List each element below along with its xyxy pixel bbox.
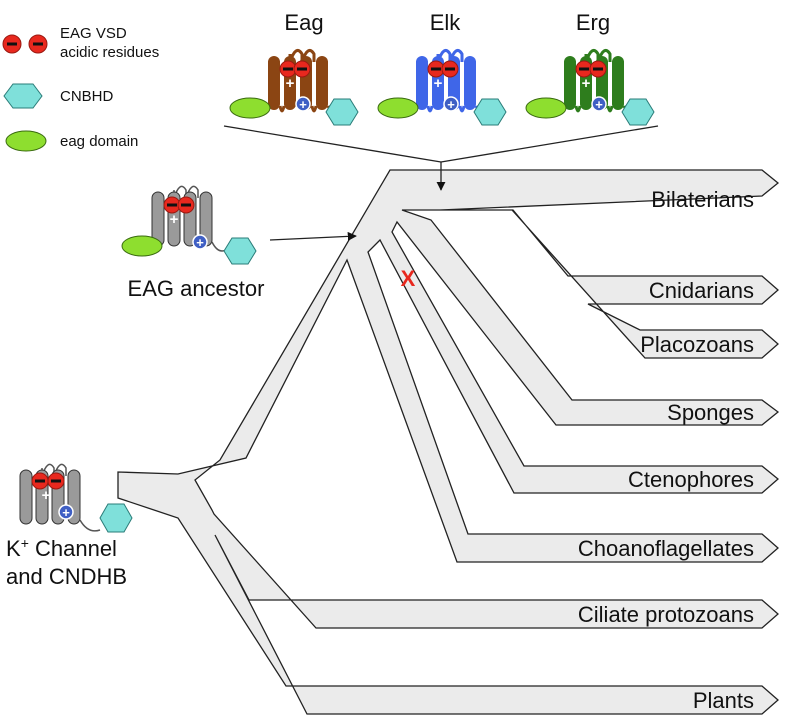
erg-title: Erg [576, 10, 610, 35]
loss-marker: X [401, 266, 416, 291]
acidic-residues-legend-icon [2, 34, 48, 54]
legend-eag-domain: eag domain [60, 133, 138, 150]
bracket-right [440, 125, 659, 163]
legend: EAG VSD acidic residues CNBHD eag domain [2, 25, 159, 152]
svg-text:+: + [286, 75, 295, 92]
taxa-labels: Bilaterians Cnidarians Placozoans Sponge… [578, 187, 754, 713]
connectors [223, 125, 659, 241]
taxon-choanoflagellates: Choanoflagellates [578, 536, 754, 561]
eag-title: Eag [284, 10, 323, 35]
taxon-cnidarians: Cnidarians [649, 278, 754, 303]
elk-title: Elk [430, 10, 462, 35]
tree-shape [117, 169, 780, 715]
bracket-left [223, 125, 442, 163]
svg-text:+: + [434, 75, 443, 92]
taxon-ciliate-protozoans: Ciliate protozoans [578, 602, 754, 627]
legend-vsd-line2: acidic residues [60, 44, 159, 61]
taxon-ctenophores: Ctenophores [628, 467, 754, 492]
root-label-line2: and CNDHB [6, 564, 127, 589]
svg-text:+: + [447, 97, 455, 112]
svg-text:+: + [42, 487, 51, 504]
cnbhd-legend-icon [3, 83, 43, 109]
taxon-plants: Plants [693, 688, 754, 713]
erg-channel-icon: + + [525, 48, 655, 126]
eag-channel-icon: + + [229, 48, 359, 126]
legend-vsd-line1: EAG VSD [60, 25, 127, 42]
svg-text:+: + [582, 75, 591, 92]
svg-text:+: + [170, 211, 179, 228]
ancestor-label: EAG ancestor [128, 276, 265, 301]
taxon-placozoans: Placozoans [640, 332, 754, 357]
phylogenetic-tree [117, 169, 780, 715]
taxon-bilaterians: Bilaterians [651, 187, 754, 212]
root-label-line1: K+ Channel [6, 535, 117, 561]
eag-domain-legend-icon [5, 130, 47, 152]
root-channel-icon: + + [19, 463, 133, 533]
elk-channel-icon: + + [377, 48, 507, 126]
svg-text:+: + [196, 235, 204, 250]
ancestor-arrow [269, 231, 357, 241]
svg-text:+: + [595, 97, 603, 112]
eag-ancestor-channel-icon: + + [121, 185, 257, 265]
svg-text:+: + [299, 97, 307, 112]
taxon-sponges: Sponges [667, 400, 754, 425]
svg-text:+: + [62, 505, 70, 520]
legend-cnbhd: CNBHD [60, 88, 114, 105]
